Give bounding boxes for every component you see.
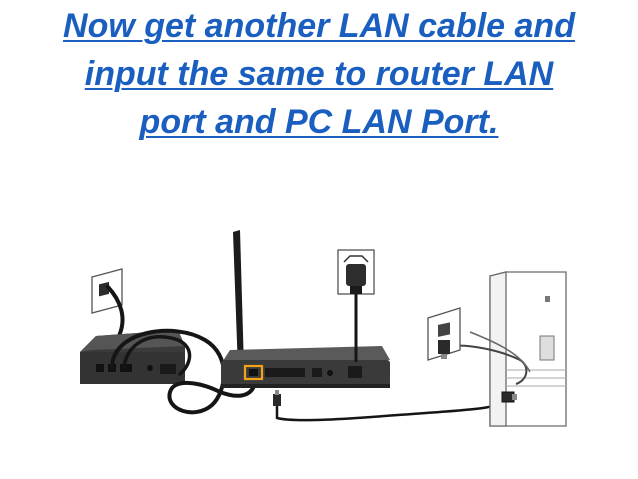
slide-title: Now get another LAN cable and input the … [0, 2, 638, 146]
modem-device [80, 330, 185, 384]
modem-cable-loop [122, 335, 192, 376]
router-to-pc-lan-cable [275, 396, 512, 422]
title-line-2: input the same to router LAN [84, 55, 554, 93]
pc-tower [489, 271, 567, 427]
router-lan-port [249, 369, 258, 376]
title-line-1: Now get another LAN cable and [63, 7, 575, 45]
title-line-3: port and PC LAN Port. [139, 103, 499, 141]
pc-cable-bundle-2 [469, 331, 531, 373]
modem-to-router-cable [110, 328, 257, 415]
pc-lan-plug [438, 340, 450, 359]
router-device [221, 346, 390, 388]
wall-jack-pc [427, 307, 461, 361]
wall-outlet-left [91, 268, 123, 314]
router-lan-port-highlight [243, 364, 264, 381]
wall-outlet-center [337, 249, 375, 295]
router-antenna [233, 230, 244, 370]
new-lan-cable-router-end [273, 390, 281, 418]
pc-lan-port-connector [501, 391, 517, 403]
